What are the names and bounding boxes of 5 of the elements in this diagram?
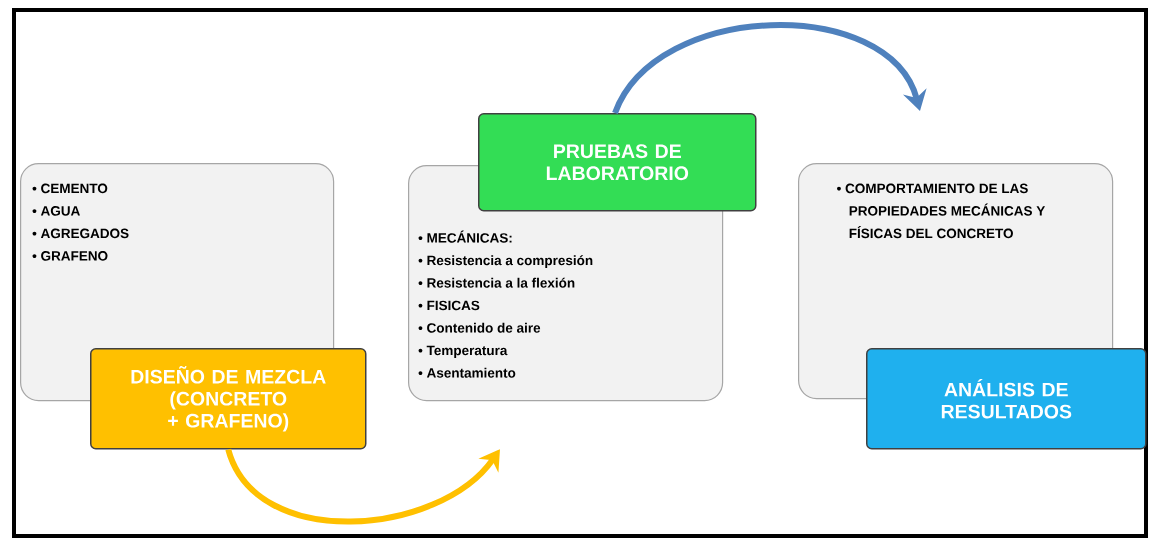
- curved-arrow: [225, 448, 500, 525]
- title-box: PRUEBAS DE LABORATORIO: [478, 113, 757, 212]
- curved-arrow: [612, 22, 927, 115]
- title-box: ANÁLISIS DE RESULTADOS: [866, 348, 1147, 450]
- title-box: DISEÑO DE MEZCLA (CONCRETO + GRAFENO): [90, 348, 367, 450]
